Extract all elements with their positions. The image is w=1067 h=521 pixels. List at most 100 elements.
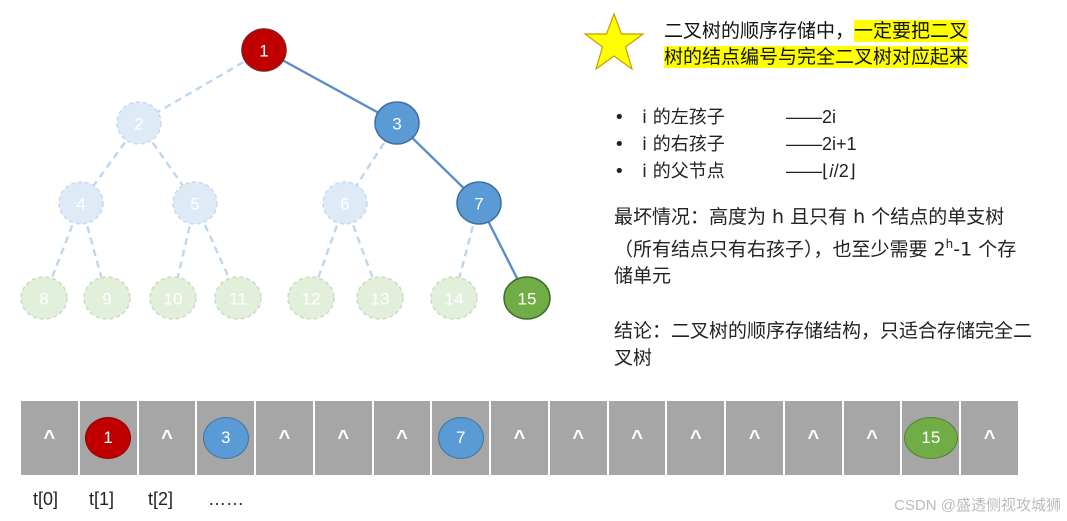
tree-node-label: 3: [392, 115, 401, 134]
tree-node-label: 11: [229, 290, 247, 309]
worst-case-tail: -1 个存储单元: [614, 238, 1017, 288]
array-node-7: 7: [437, 417, 484, 459]
tree-node-circle: [356, 276, 404, 320]
empty-slot-marker: ^: [278, 426, 291, 449]
array-cell-0: ^: [21, 401, 80, 475]
array-cell-1: 1: [80, 401, 139, 475]
array-cell-8: ^: [491, 401, 550, 475]
tree-node-9: 9: [83, 276, 131, 320]
tree-node-label: 1: [259, 42, 268, 61]
array-cell-10: ^: [609, 401, 668, 475]
array-cell-16: ^: [961, 401, 1018, 475]
empty-slot-marker: ^: [513, 426, 526, 449]
bullet-dot: •: [614, 134, 625, 155]
tree-node-label: 5: [190, 195, 199, 214]
array-cell-11: ^: [667, 401, 727, 475]
array-node-3: 3: [202, 417, 249, 459]
array-cell-3: 3: [197, 401, 257, 475]
index-label-t1: t[1]: [89, 489, 115, 509]
worst-case-paragraph: 最坏情况：高度为 h 且只有 h 个结点的单支树（所有结点只有右孩子），也至少需…: [614, 204, 1034, 290]
tree-node-circle: [241, 28, 287, 72]
empty-slot-marker: ^: [572, 426, 585, 449]
array-cell-12: ^: [726, 401, 785, 475]
tree-node-circle: [83, 276, 131, 320]
tree-node-label: 9: [102, 290, 111, 309]
array-cell-5: ^: [315, 401, 374, 475]
tree-node-11: 11: [214, 276, 262, 320]
tree-node-label: 10: [164, 290, 183, 309]
array-cell-7: 7: [432, 401, 492, 475]
tree-node-circle: [116, 101, 162, 145]
tree-node-circle: [20, 276, 68, 320]
rule-value: ——2i+1: [786, 134, 857, 154]
tree-node-13: 13: [356, 276, 404, 320]
tree-node-circle: [322, 181, 368, 225]
index-label-ellipsis: ……: [208, 489, 244, 509]
array-cell-15: 15: [902, 401, 962, 475]
tree-node-circle: [430, 276, 478, 320]
rule-value: ——⌊𝑖/2⌋: [786, 161, 856, 181]
tree-node-7: 7: [456, 181, 502, 225]
tree-node-label: 2: [134, 115, 143, 134]
tree-node-label: 4: [76, 195, 85, 214]
array-node-15: 15: [903, 417, 958, 459]
worst-case-text: 最坏情况：高度为 h 且只有 h 个结点的单支树（所有结点只有右孩子），也至少需…: [614, 206, 1005, 261]
star-icon: [583, 12, 645, 71]
key-note-plain: 二叉树的顺序存储中，: [664, 20, 855, 42]
tree-node-label: 13: [371, 290, 390, 309]
empty-slot-marker: ^: [337, 426, 350, 449]
rule-label: i 的左孩子: [642, 107, 725, 128]
array-cell-14: ^: [844, 401, 903, 475]
tree-node-circle: [149, 276, 197, 320]
tree-node-circle: [214, 276, 262, 320]
index-label-t2: t[2]: [148, 489, 174, 509]
array-cell-2: ^: [139, 401, 198, 475]
tree-node-circle: [374, 101, 420, 145]
empty-slot-marker: ^: [748, 426, 761, 449]
tree-node-circle: [287, 276, 335, 320]
tree-node-circle: [58, 181, 104, 225]
tree-node-3: 3: [374, 101, 420, 145]
key-note-highlight-1: 一定要把二叉: [854, 20, 969, 42]
empty-slot-marker: ^: [396, 426, 408, 449]
tree-node-label: 14: [445, 290, 464, 309]
bullet-dot: •: [614, 107, 625, 128]
tree-node-5: 5: [172, 181, 218, 225]
tree-node-circle: [503, 276, 551, 320]
worst-case-superscript: h: [945, 237, 954, 251]
empty-slot-marker: ^: [43, 426, 56, 449]
storage-array: ^ 1 ^ 3 ^ ^ ^ 7 ^ ^ ^ ^ ^ ^ ^ 15 ^: [21, 401, 1018, 475]
array-cell-4: ^: [256, 401, 315, 475]
rule-value: ——2i: [786, 107, 837, 127]
tree-edge-1-3: [263, 48, 398, 125]
tree-node-14: 14: [430, 276, 478, 320]
tree-node-label: 15: [518, 290, 537, 309]
tree-edge-1-2: [138, 48, 265, 125]
tree-node-label: 6: [340, 195, 349, 214]
tree-node-circle: [172, 181, 218, 225]
array-node-1: 1: [85, 417, 132, 459]
tree-node-label: 12: [302, 290, 321, 309]
array-cell-9: ^: [550, 401, 609, 475]
empty-slot-marker: ^: [807, 426, 820, 449]
watermark: CSDN @盛透侧视攻城狮: [894, 497, 1061, 514]
conclusion-paragraph: 结论：二叉树的顺序存储结构，只适合存储完全二叉树: [614, 320, 1033, 369]
tree-node-6: 6: [322, 181, 368, 225]
tree-node-15: 15: [503, 276, 551, 320]
tree-node-4: 4: [58, 181, 104, 225]
array-cell-13: ^: [785, 401, 844, 475]
tree-node-label: 8: [39, 290, 48, 309]
tree-node-8: 8: [20, 276, 68, 320]
tree-node-12: 12: [287, 276, 335, 320]
empty-slot-marker: ^: [161, 426, 173, 449]
tree-node-2: 2: [116, 101, 162, 145]
empty-slot-marker: ^: [983, 426, 996, 449]
empty-slot-marker: ^: [689, 426, 702, 449]
tree-node-1: 1: [241, 28, 287, 72]
empty-slot-marker: ^: [866, 426, 878, 449]
rule-label: i 的右孩子: [642, 134, 725, 155]
empty-slot-marker: ^: [631, 426, 643, 449]
bullet-dot: •: [614, 161, 625, 182]
tree-node-10: 10: [149, 276, 197, 320]
